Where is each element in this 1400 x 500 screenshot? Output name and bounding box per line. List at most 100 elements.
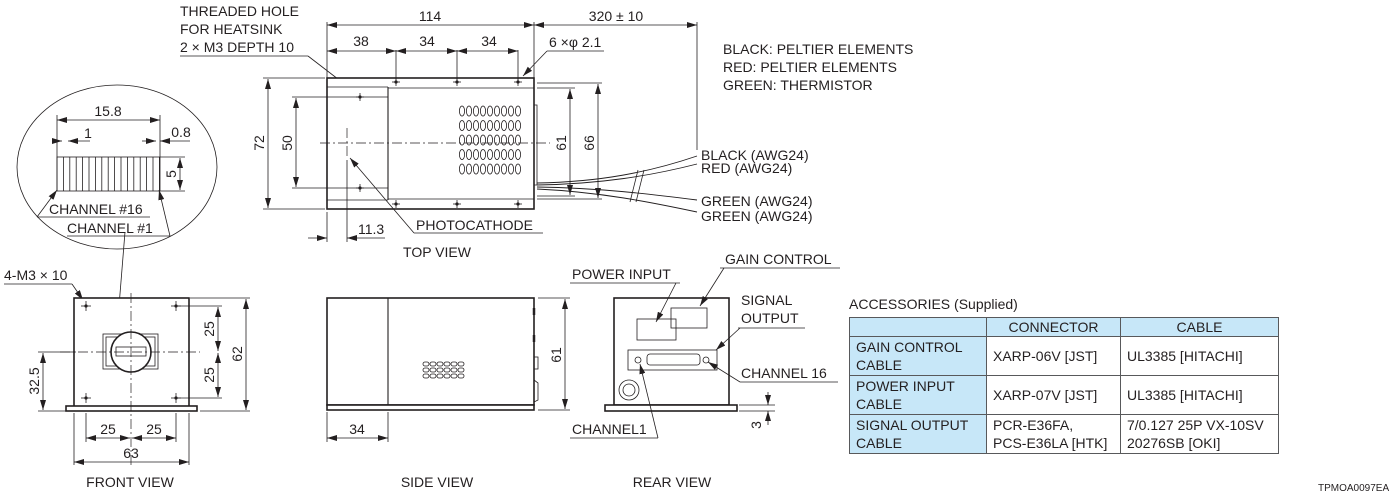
accessory-connector-line: PCR-E36FA, [993,417,1074,433]
vent-slot [457,361,465,367]
vent-slot [486,105,493,117]
vent-slot [507,149,514,160]
wire-label-green-2: GREEN (AWG24) [701,208,813,224]
vent-slot [429,373,437,379]
vent-slot [436,361,444,367]
vent-slot [465,149,472,160]
signal-output-connector [627,349,718,371]
dim-base-thickness: 3 [748,421,764,429]
accessories-header-row: CONNECTOR CABLE [849,317,1279,337]
hole-icon [516,202,520,206]
vent-slot [479,105,486,117]
vent-slot [465,120,472,131]
top-view: THREADED HOLE FOR HEATSINK 2 × M3 DEPTH … [180,3,913,260]
accessory-item-line: GAIN CONTROL [856,339,963,355]
accessory-connector: PCR-E36FA, PCS-E36LA [HTK] [986,414,1121,454]
gain-control-label: GAIN CONTROL [725,251,832,267]
dim-lower-offset: 25 [201,367,217,383]
vent-slot [479,134,486,146]
dim-overall-length: 114 [419,8,442,24]
side-view-title: SIDE VIEW [401,474,474,490]
vent-slot [515,149,522,160]
vent-slot [486,149,493,160]
dim-left-offset: 25 [100,421,116,437]
hole-icon [84,396,88,400]
threaded-hole-note-line1: THREADED HOLE [180,3,299,19]
vent-slot [450,361,458,367]
hole-icon [394,202,398,206]
channel-1-rear-label: CHANNEL1 [572,421,647,437]
photocathode-label: PHOTOCATHODE [416,217,533,233]
accessory-cable-line: 7/0.127 25P VX-10SV [1127,417,1264,433]
vent-slot [443,361,451,367]
wires [536,155,698,213]
dim-width-72: 72 [251,135,267,151]
wire-legend-green: GREEN: THERMISTOR [723,77,873,93]
dim-upper-offset: 25 [201,321,217,337]
vent-slot [493,120,500,131]
channel-16-label: CHANNEL #16 [49,201,143,217]
side-view: 61 34 SIDE VIEW [326,297,570,490]
vent-slot [472,105,479,117]
vent-slot [500,163,507,175]
gain-control-connector [670,307,708,329]
vent-slot [486,120,493,131]
threaded-hole-note-line3: 2 × M3 DEPTH 10 [180,39,294,55]
signal-output-label-1: SIGNAL [741,292,793,308]
wire-legend-red: RED: PELTIER ELEMENTS [723,59,897,75]
document-code: TPMOA0097EA [1318,483,1390,494]
vent-slot [472,120,479,131]
header-cable: CABLE [1120,317,1279,337]
dim-flange-width-66: 66 [581,135,597,151]
front-view: 4-M3 × 10 25 25 62 32.5 25 25 [4,231,250,490]
hole-icon [84,304,88,308]
vent-slot [479,120,486,131]
vent-slot [507,120,514,131]
channel-array [56,156,161,192]
wire-label-black: BLACK (AWG24) [701,147,809,163]
wire-label-green-1: GREEN (AWG24) [701,193,813,209]
vent-slot [443,367,451,373]
dim-element-width-label: 0.8 [171,124,191,140]
dim-right-offset: 25 [146,421,162,437]
threaded-hole-note-line2: FOR HEATSINK [180,21,283,37]
vent-slot [422,373,430,379]
vent-slot [457,373,465,379]
vent-slot [507,134,514,146]
dim-width-63: 63 [123,445,139,461]
header-item [849,317,987,337]
vent-slot [493,134,500,146]
vent-slot [507,105,514,117]
detail-ellipse [16,84,218,250]
vent-slot [450,367,458,373]
vent-slot [472,149,479,160]
signal-output-label-2: OUTPUT [741,310,799,326]
dim-inner-width-61: 61 [553,135,569,151]
header-connector: CONNECTOR [986,317,1121,337]
dim-photocathode-offset: 11.3 [358,221,384,237]
wire-legend-black: BLACK: PELTIER ELEMENTS [723,41,913,57]
vent-slot [479,149,486,160]
vent-slot [465,163,472,175]
dim-cable-length: 320 ± 10 [589,8,644,24]
channel-1-label: CHANNEL #1 [67,220,153,236]
accessory-item-line: CABLE [856,396,902,412]
vent-slot [422,361,430,367]
vent-slot [500,149,507,160]
vent-slot [429,367,437,373]
vent-slot [458,149,465,160]
vent-slot [458,163,465,175]
accessory-item-line: CABLE [856,357,902,373]
top-view-body [326,77,535,210]
vent-slot [500,120,507,131]
accessory-connector-line: PCS-E36LA [HTK] [993,435,1108,451]
channel-16-rear-label: CHANNEL 16 [741,365,827,381]
vent-slot [515,120,522,131]
dim-front-section-34: 34 [349,421,365,437]
dim-height-62: 62 [229,346,245,362]
accessory-cable-line: UL3385 [HITACHI] [1127,348,1243,364]
vent-slot [486,163,493,175]
vent-slot [458,134,465,146]
